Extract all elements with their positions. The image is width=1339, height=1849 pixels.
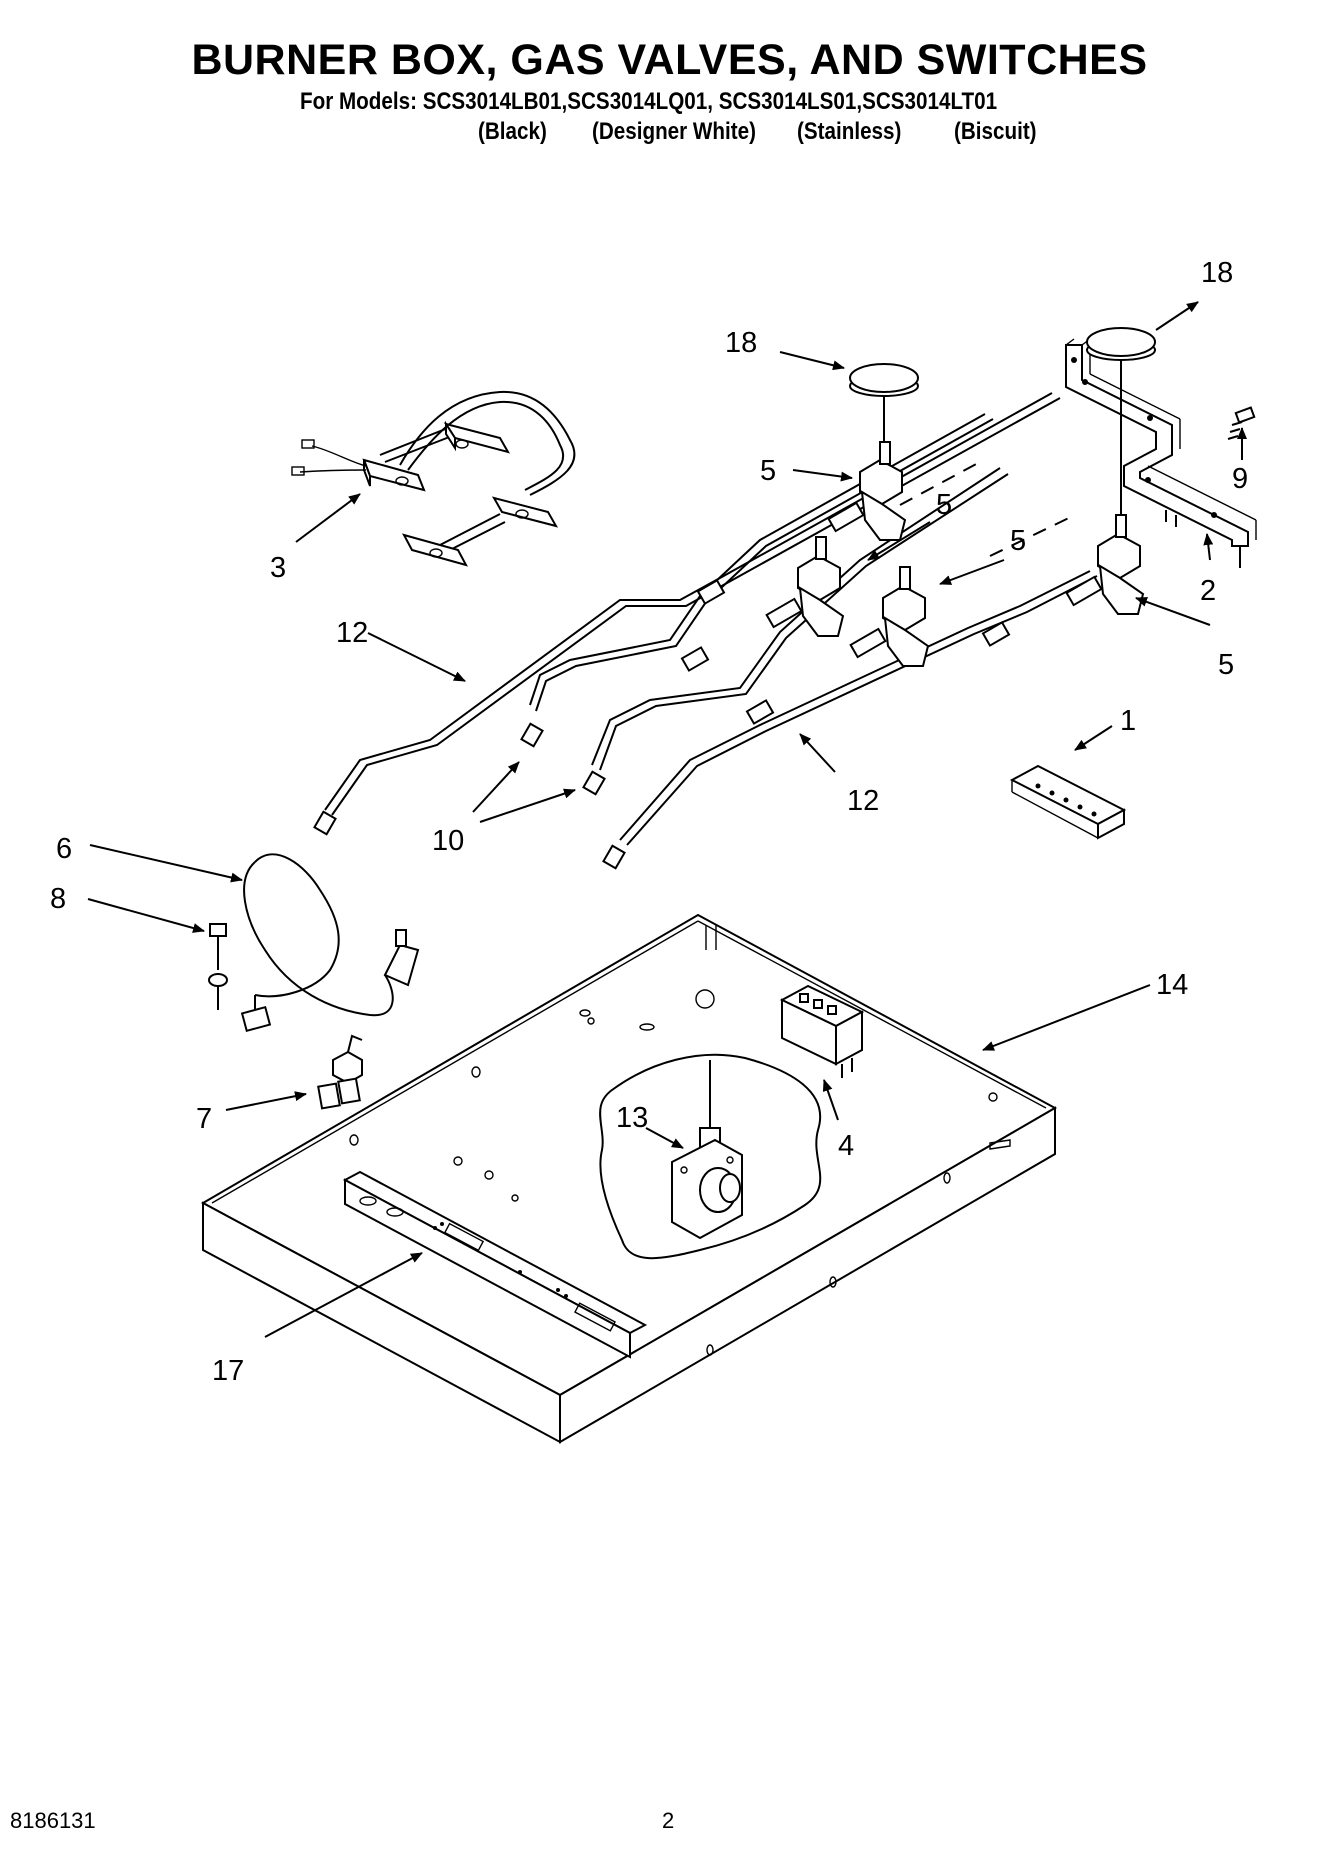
callout-17: 17	[212, 1355, 244, 1387]
power-cord	[240, 853, 420, 1033]
models-line: For Models: SCS3014LB01,SCS3014LQ01, SCS…	[300, 88, 998, 115]
finish-black: (Black)	[478, 118, 547, 145]
callout-18-left: 18	[725, 327, 757, 359]
finish-designer-white: (Designer White)	[592, 118, 756, 145]
callout-5-right: 5	[1218, 649, 1234, 681]
pressure-regulator	[671, 1060, 743, 1240]
screw	[1227, 406, 1256, 440]
finish-stainless: (Stainless)	[797, 118, 902, 145]
callout-5-middle-left: 5	[936, 489, 952, 521]
callout-9: 9	[1232, 463, 1248, 495]
switch-harness	[291, 390, 576, 567]
leader-lines	[87, 301, 1247, 1338]
callout-5-top: 5	[760, 455, 776, 487]
callout-5-middle-right: 5	[1010, 525, 1026, 557]
ground-screw	[208, 923, 228, 1010]
callout-7: 7	[196, 1103, 212, 1135]
burner-box	[200, 913, 1058, 1444]
page-number: 2	[662, 1808, 675, 1833]
manifold-rail	[1065, 338, 1257, 568]
finish-biscuit: (Biscuit)	[954, 118, 1037, 145]
page-title: BURNER BOX, GAS VALVES, AND SWITCHES	[191, 36, 1148, 84]
terminal-block	[779, 984, 865, 1078]
gas-tubes	[313, 392, 1098, 870]
bracket	[1009, 764, 1127, 840]
gas-valves	[765, 354, 1145, 667]
callout-18-right: 18	[1201, 257, 1233, 289]
callout-8: 8	[50, 883, 66, 915]
front-panel	[342, 1170, 648, 1359]
document-number: 8186131	[10, 1808, 96, 1833]
callout-6: 6	[56, 833, 72, 865]
callout-14: 14	[1156, 969, 1188, 1001]
callout-1: 1	[1120, 705, 1136, 737]
callout-12-right: 12	[847, 785, 879, 817]
callout-10: 10	[432, 825, 464, 857]
callout-13: 13	[616, 1102, 648, 1134]
burner-caps	[849, 327, 1156, 397]
callout-12-left: 12	[336, 617, 368, 649]
callout-2: 2	[1200, 575, 1216, 607]
callout-4: 4	[838, 1130, 854, 1162]
callout-3: 3	[270, 552, 286, 584]
limit-switch	[317, 1034, 363, 1110]
